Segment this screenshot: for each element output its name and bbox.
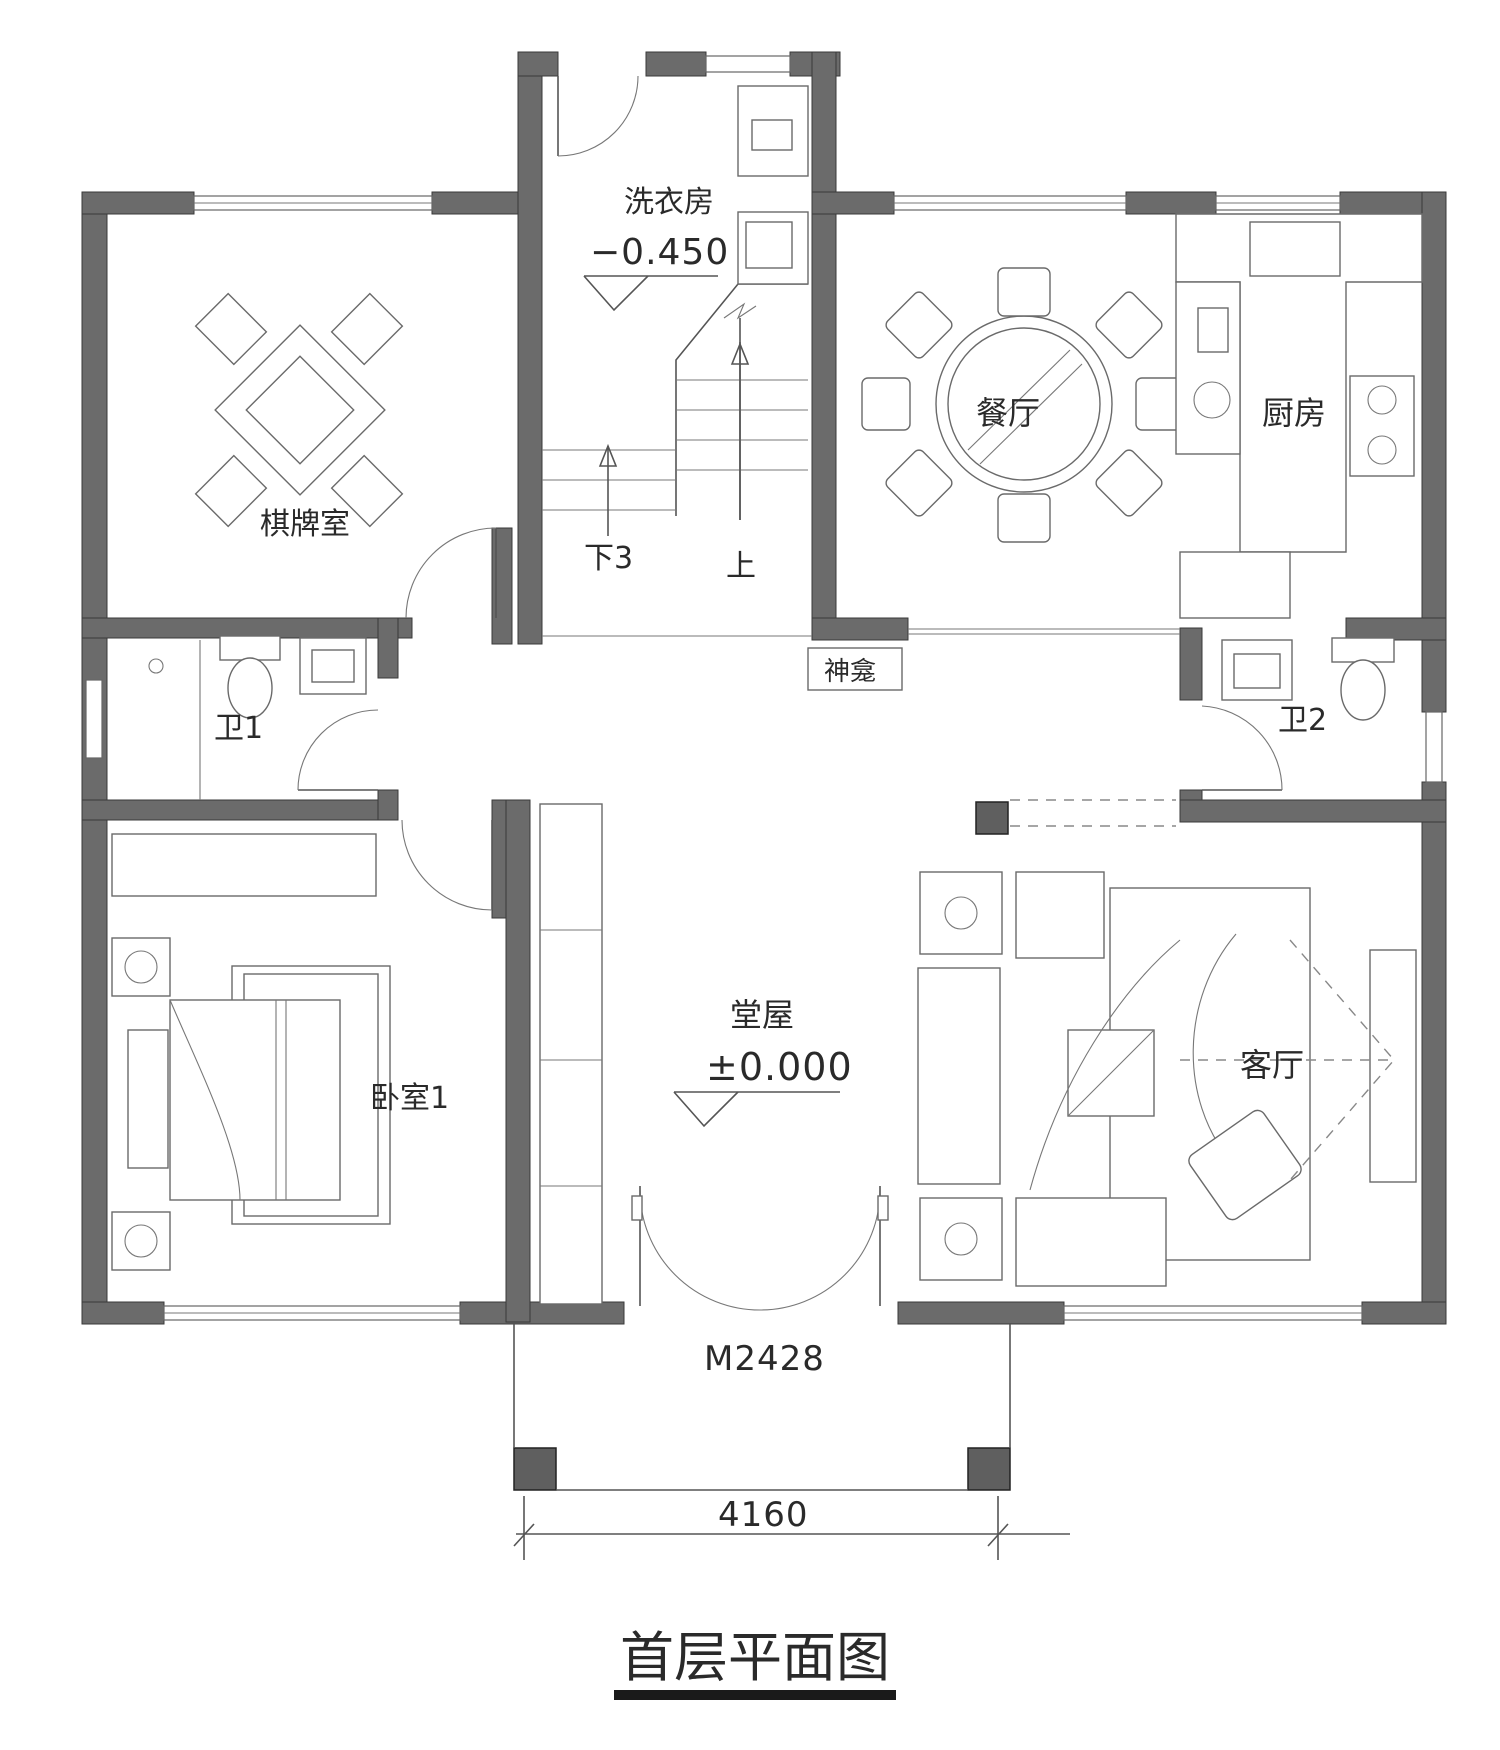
living-room-furniture: [917, 799, 1417, 1287]
label-bedroom1: 卧室1: [370, 1081, 449, 1116]
drawing-title: 首层平面图: [620, 1626, 890, 1689]
label-dining: 餐厅: [976, 394, 1040, 432]
porch: [513, 1324, 1011, 1491]
hall-bench: [539, 803, 603, 1305]
label-hall-level: ±0.000: [706, 1045, 853, 1089]
level-markers: [583, 275, 840, 1128]
label-kitchen: 厨房: [1262, 394, 1326, 432]
label-stairs-down: 下3: [584, 541, 633, 576]
windows: [85, 55, 1443, 1321]
label-laundry-level: −0.450: [590, 232, 729, 273]
label-shrine: 神龛: [824, 657, 876, 687]
kitchen-counters: [1175, 213, 1423, 619]
dining-table-set: [861, 267, 1185, 543]
label-door-code: M2428: [704, 1339, 825, 1379]
label-bath1: 卫1: [214, 711, 263, 746]
staircase: [542, 283, 808, 536]
interior-walls: [81, 527, 1447, 1491]
bedroom1-furniture: [111, 833, 391, 1271]
label-bath2: 卫2: [1278, 703, 1327, 738]
label-dimension: 4160: [718, 1495, 809, 1535]
exterior-walls: [81, 51, 1447, 1325]
label-stairs-up: 上: [726, 549, 756, 584]
label-chess-room: 棋牌室: [260, 507, 350, 542]
label-living: 客厅: [1240, 1046, 1304, 1084]
label-laundry: 洗衣房: [624, 185, 714, 220]
title-underline: [614, 1690, 896, 1700]
doors: [297, 75, 1283, 1311]
dimension-line: [513, 1496, 1070, 1560]
label-hall: 堂屋: [730, 996, 794, 1034]
bath1-fixtures: [148, 635, 367, 800]
laundry-fixtures: [737, 85, 809, 285]
bath2-fixtures: [1221, 637, 1395, 721]
mahjong-table-set: [194, 292, 404, 528]
shrine-box: [807, 647, 903, 691]
